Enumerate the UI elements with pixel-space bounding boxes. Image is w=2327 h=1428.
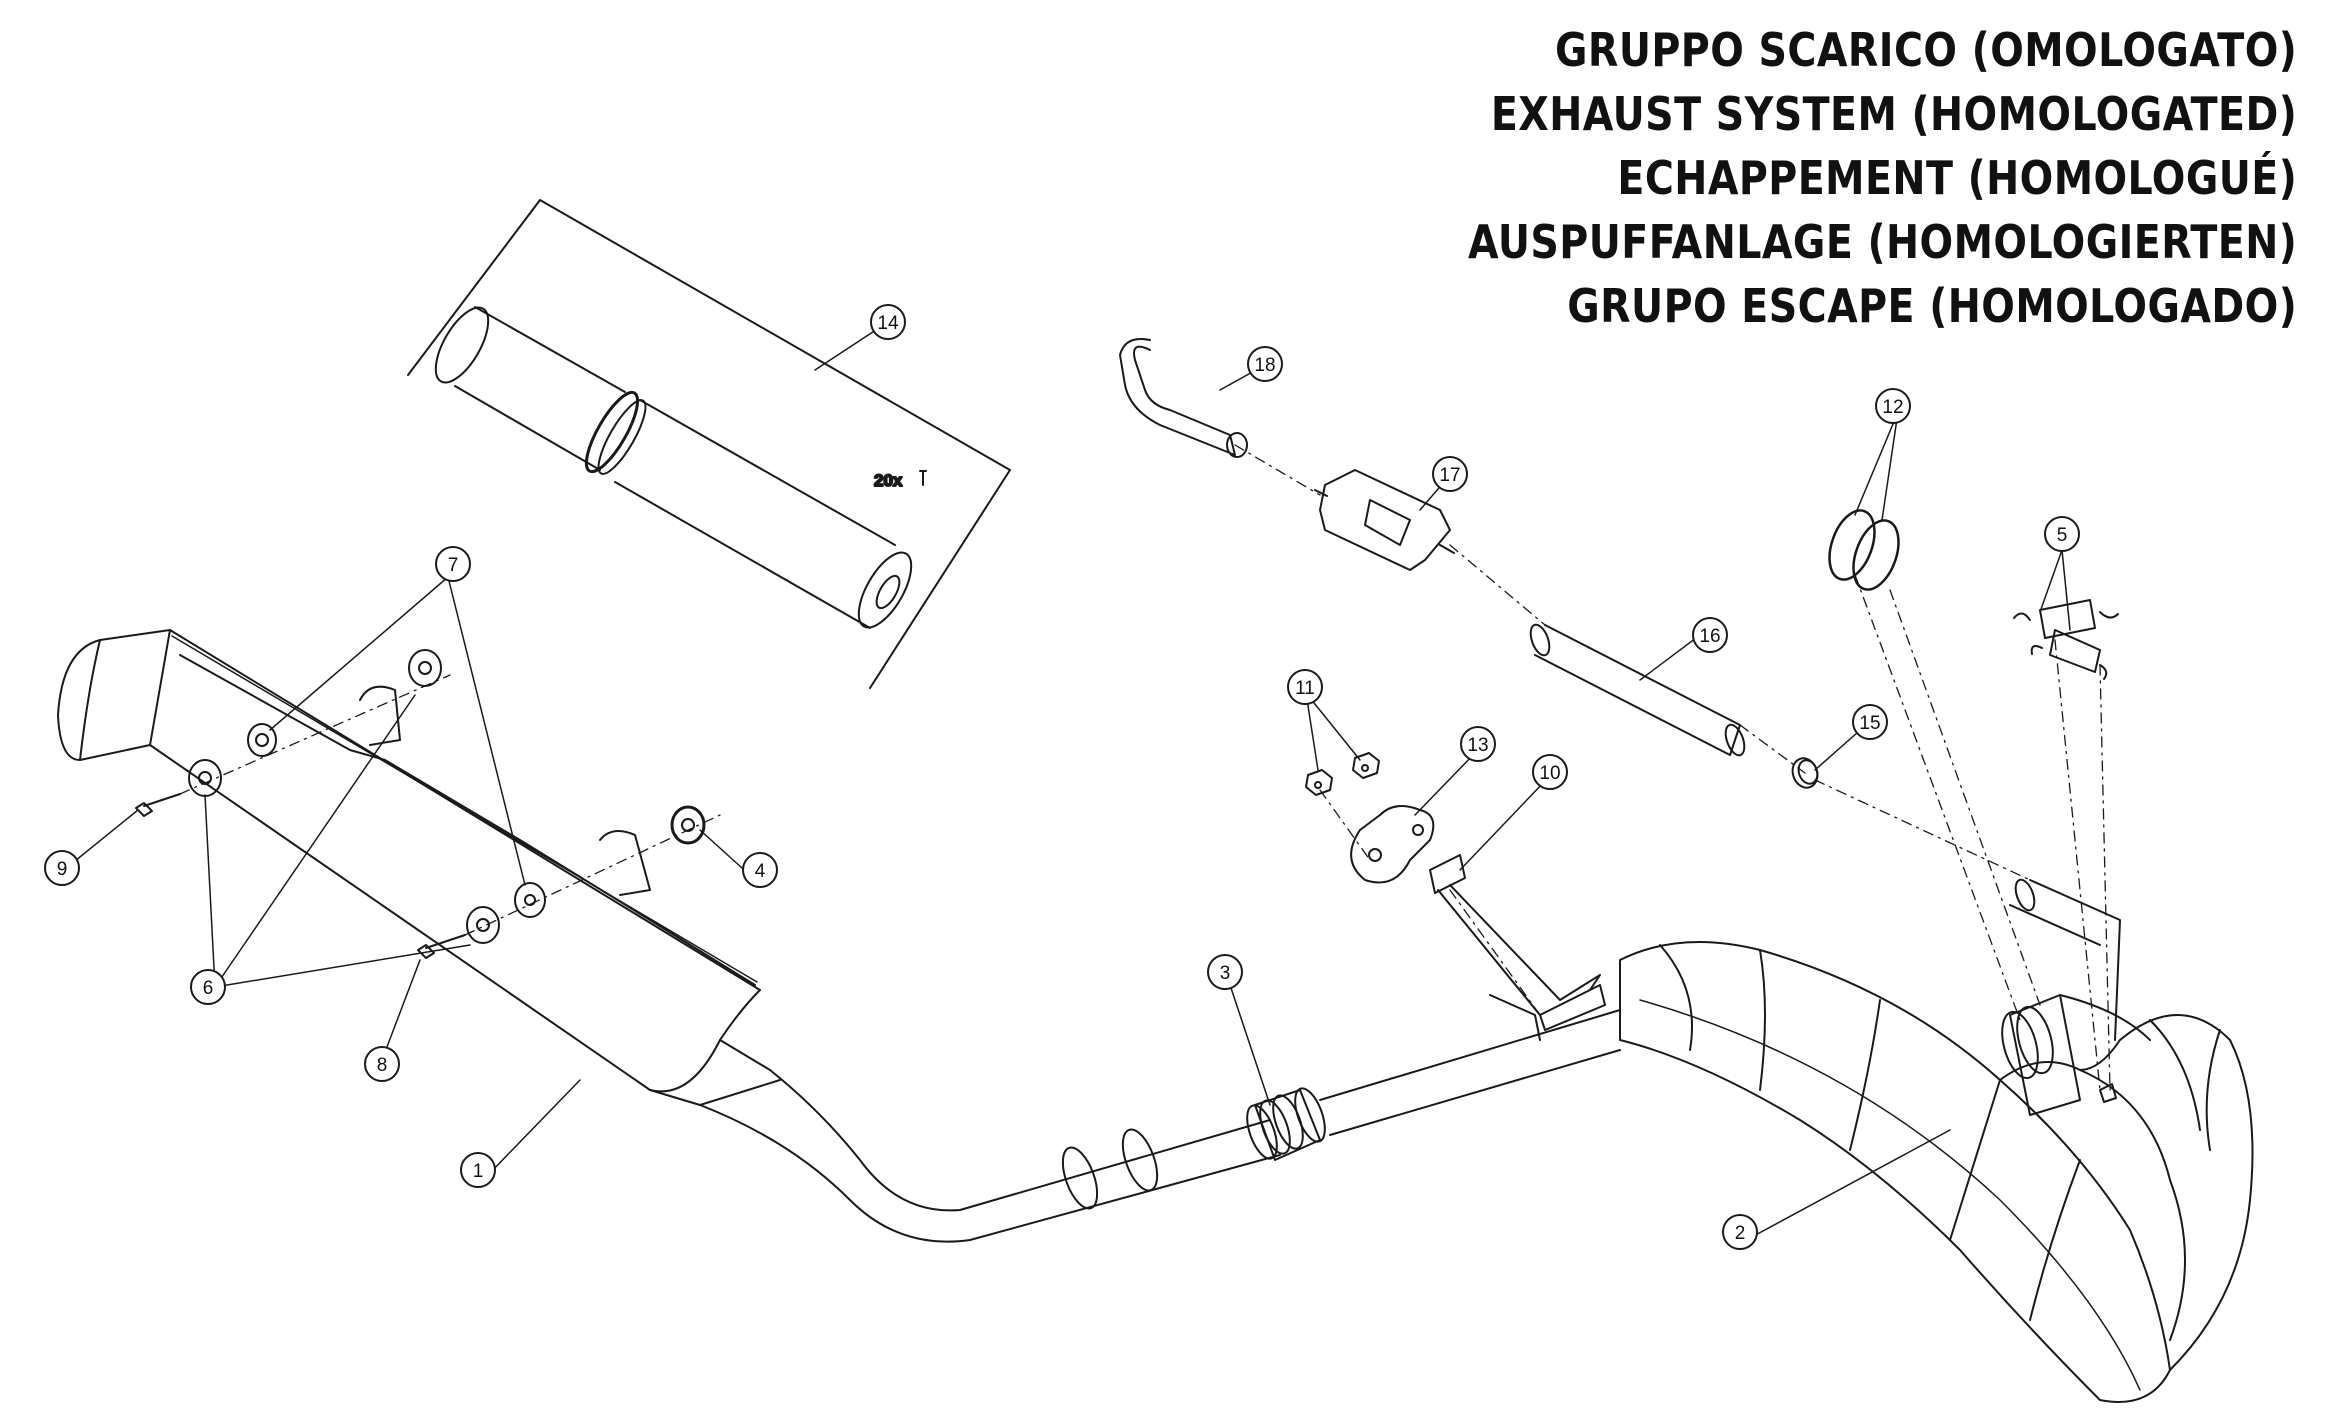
callout-1 bbox=[460, 1152, 496, 1188]
part-12-o-rings bbox=[1828, 509, 1900, 591]
title-french: ECHAPPEMENT (HOMOLOGUÉ) bbox=[1617, 151, 2297, 205]
title-block: GRUPPO SCARICO (OMOLOGATO) EXHAUST SYSTE… bbox=[1333, 18, 2297, 338]
part-16-sleeve bbox=[1529, 623, 1746, 757]
callout-numbers: 1 2 3 4 5 6 7 8 9 10 11 12 13 14 15 16 1… bbox=[57, 313, 2068, 1244]
callout-label-11: 11 bbox=[1295, 678, 1315, 699]
part-17-fitting bbox=[1314, 469, 1455, 571]
callout-9 bbox=[44, 850, 80, 886]
part-5-springs bbox=[2013, 599, 2119, 680]
part-13-clamp-plate bbox=[1350, 805, 1435, 884]
callout-label-3: 3 bbox=[1220, 963, 1231, 984]
callout-7 bbox=[435, 546, 471, 582]
callout-13 bbox=[1460, 726, 1496, 762]
callout-11 bbox=[1287, 669, 1323, 705]
callout-12 bbox=[1875, 388, 1911, 424]
callout-14 bbox=[870, 304, 906, 340]
callout-label-2: 2 bbox=[1735, 1223, 1746, 1244]
callout-circles bbox=[44, 304, 2080, 1250]
callout-label-6: 6 bbox=[203, 978, 214, 999]
callout-label-9: 9 bbox=[57, 859, 68, 880]
part-10-bracket bbox=[1429, 854, 1606, 1041]
callout-10 bbox=[1532, 754, 1568, 790]
title-german: AUSPUFFANLAGE (HOMOLOGIERTEN) bbox=[1467, 215, 2297, 269]
assembly-lines bbox=[179, 444, 2111, 1091]
leader-lines bbox=[69, 321, 2071, 1239]
link-pipe bbox=[699, 1069, 1281, 1243]
title-spanish: GRUPO ESCAPE (HOMOLOGADO) bbox=[1566, 279, 2297, 333]
callout-label-12: 12 bbox=[1882, 397, 1903, 418]
callout-label-14: 14 bbox=[877, 313, 899, 334]
callout-label-18: 18 bbox=[1254, 355, 1275, 376]
callout-4 bbox=[742, 852, 778, 888]
title-italian: GRUPPO SCARICO (OMOLOGATO) bbox=[1554, 23, 2297, 77]
callout-label-4: 4 bbox=[755, 861, 766, 882]
callout-label-7: 7 bbox=[448, 555, 459, 576]
callout-16 bbox=[1692, 617, 1728, 653]
callout-label-1: 1 bbox=[473, 1161, 484, 1182]
title-english: EXHAUST SYSTEM (HOMOLOGATED) bbox=[1490, 87, 2297, 141]
fasteners bbox=[135, 649, 706, 959]
callout-15 bbox=[1852, 704, 1888, 740]
callout-5 bbox=[2044, 516, 2080, 552]
rivets-count-label: 20x bbox=[874, 471, 903, 490]
callout-18 bbox=[1247, 346, 1283, 382]
part-18-hose bbox=[1119, 338, 1248, 458]
callout-2 bbox=[1722, 1214, 1758, 1250]
callout-3 bbox=[1207, 954, 1243, 990]
callout-17 bbox=[1432, 456, 1468, 492]
callout-label-17: 17 bbox=[1439, 465, 1460, 486]
callout-6 bbox=[190, 969, 226, 1005]
callout-8 bbox=[364, 1046, 400, 1082]
callout-label-8: 8 bbox=[377, 1055, 388, 1076]
part-2-expansion-chamber bbox=[1619, 878, 2254, 1403]
part-1-muffler bbox=[57, 629, 781, 1106]
part-14-packing-kit bbox=[407, 199, 1011, 689]
part-3-coupling bbox=[1246, 1009, 1621, 1161]
callout-label-10: 10 bbox=[1539, 763, 1560, 784]
callout-label-15: 15 bbox=[1859, 713, 1880, 734]
callout-label-13: 13 bbox=[1467, 735, 1488, 756]
callout-label-16: 16 bbox=[1699, 626, 1720, 647]
part-11-nuts bbox=[1305, 752, 1380, 796]
callout-label-5: 5 bbox=[2057, 525, 2068, 546]
